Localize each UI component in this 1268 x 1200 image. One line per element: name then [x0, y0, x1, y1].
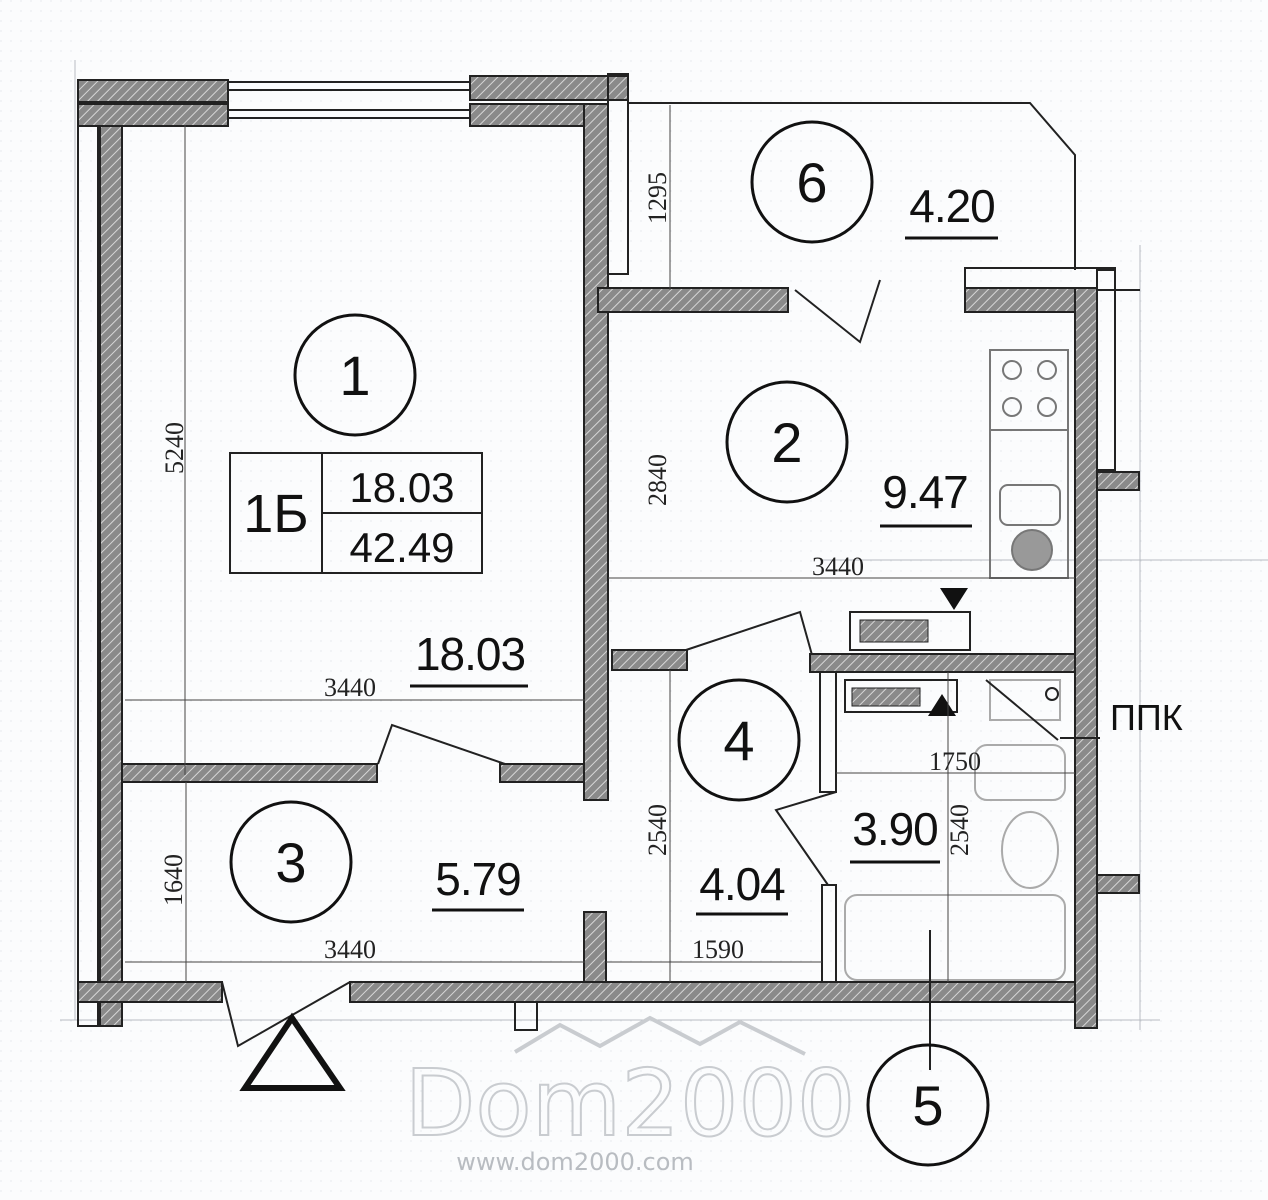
- watermark-logo-roof: [513, 1015, 806, 1056]
- dim-room2-width: 3440: [812, 552, 864, 581]
- room-2-number: 2: [771, 411, 802, 474]
- apartment-type: 1Б: [243, 484, 308, 544]
- room-6-area: 4.20: [909, 180, 995, 232]
- entrance-triangle-icon: [239, 1012, 346, 1091]
- dim-room1-width: 3440: [324, 673, 376, 702]
- room-circles: [229, 120, 990, 1167]
- apartment-total-area: 42.49: [349, 524, 454, 571]
- doors: [221, 279, 881, 1048]
- apartment-living-area: 18.03: [349, 464, 454, 511]
- room-4-number: 4: [723, 709, 754, 772]
- room-5-area: 3.90: [852, 803, 938, 855]
- balcony-outline: [628, 102, 1076, 270]
- room-1-number: 1: [339, 344, 370, 407]
- dim-corridor-width: 1590: [692, 935, 744, 964]
- watermark-url: www.dom2000.com: [456, 1148, 694, 1176]
- dimension-lines: [125, 105, 1075, 982]
- room-4-area: 4.04: [699, 858, 785, 910]
- room-2-area: 9.47: [882, 466, 968, 518]
- dim-bath-height: 2540: [945, 804, 974, 856]
- apartment-info-box: [229, 452, 483, 574]
- dim-balcony-depth: 1295: [643, 172, 672, 224]
- dim-bath-width: 1750: [929, 747, 981, 776]
- dim-corridor-height: 2540: [643, 804, 672, 856]
- room-5-number: 5: [912, 1074, 943, 1137]
- room-1-area: 18.03: [415, 628, 525, 680]
- ppk-label: ППК: [1110, 697, 1183, 738]
- dim-hall-height: 1640: [159, 854, 188, 906]
- walls: [77, 73, 1140, 1031]
- watermark-brand: Dom2000: [405, 1050, 856, 1157]
- dim-room2-height: 2840: [643, 454, 672, 506]
- room-3-number: 3: [275, 831, 306, 894]
- dim-room1-height: 5240: [160, 422, 189, 474]
- dim-hall-width: 3440: [324, 935, 376, 964]
- vent-shafts: [844, 588, 971, 716]
- room-6-number: 6: [796, 151, 827, 214]
- sink-icon: [989, 429, 1069, 579]
- room-3-area: 5.79: [435, 853, 521, 905]
